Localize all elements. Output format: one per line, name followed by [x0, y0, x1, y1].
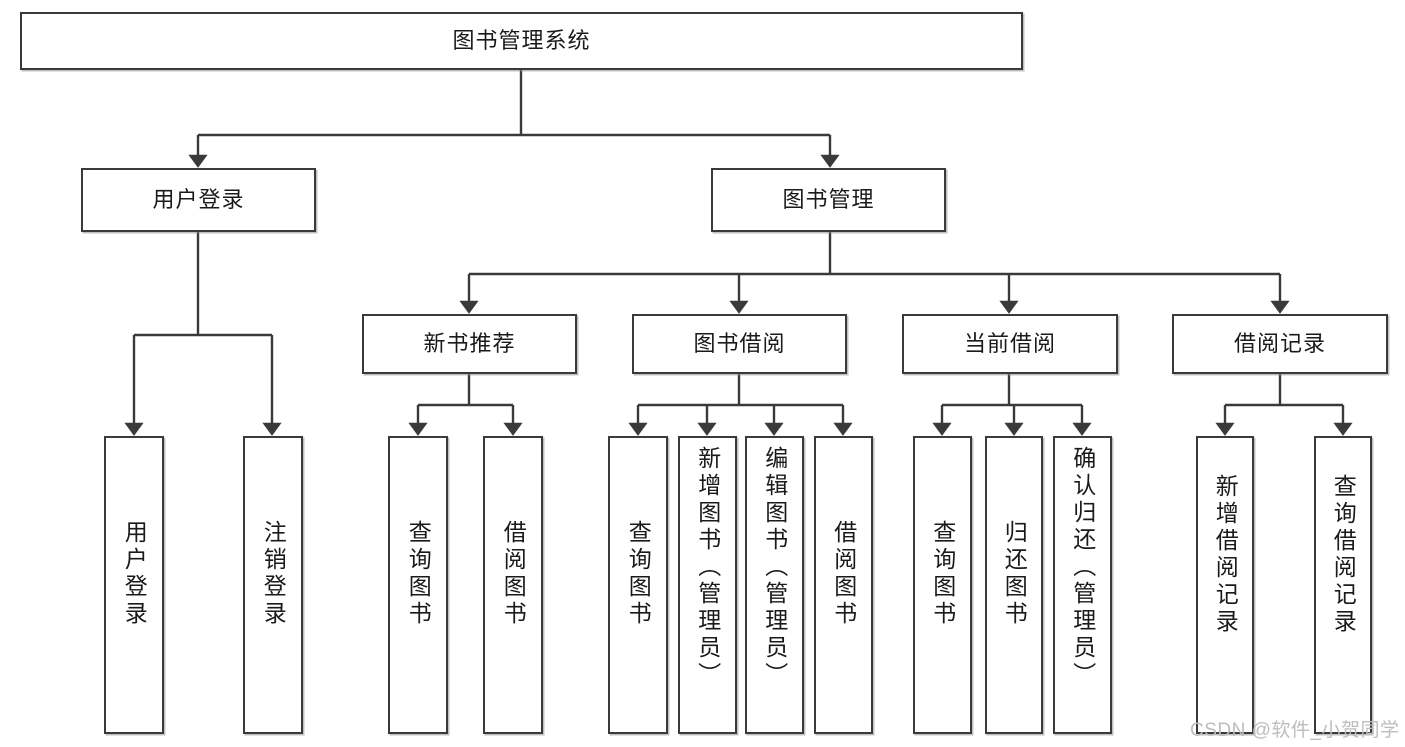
leaf-query-book-current[interactable]: 查询图书 — [913, 436, 972, 734]
leaf-add-borrow-record[interactable]: 新增借阅记录 — [1196, 436, 1254, 734]
leaf-label: 确认归还（管理员） — [1069, 446, 1096, 689]
leaf-query-book-recommend[interactable]: 查询图书 — [388, 436, 448, 734]
leaf-query-borrow-record[interactable]: 查询借阅记录 — [1314, 436, 1372, 734]
csdn-watermark: CSDN @软件_小贺同学 — [1190, 720, 1400, 741]
leaf-label: 查询图书 — [929, 520, 956, 628]
leaf-confirm-return-admin[interactable]: 确认归还（管理员） — [1053, 436, 1112, 734]
leaf-borrow-book[interactable]: 借阅图书 — [814, 436, 873, 734]
leaf-label: 用户登录 — [121, 520, 148, 628]
leaf-user-login[interactable]: 用户登录 — [104, 436, 164, 734]
leaf-label: 借阅图书 — [500, 520, 527, 628]
leaf-label: 查询图书 — [625, 520, 652, 628]
leaf-label: 新增借阅记录 — [1212, 474, 1239, 636]
leaf-label: 归还图书 — [1001, 520, 1028, 628]
node-level3-book-borrow[interactable]: 图书借阅 — [632, 314, 847, 374]
leaf-label: 查询借阅记录 — [1330, 474, 1357, 636]
node-root[interactable]: 图书管理系统 — [20, 12, 1023, 70]
leaf-add-book-admin[interactable]: 新增图书（管理员） — [678, 436, 737, 734]
leaf-label: 编辑图书（管理员） — [761, 446, 788, 689]
node-level2-book-management[interactable]: 图书管理 — [711, 168, 946, 232]
node-level2-user-login[interactable]: 用户登录 — [81, 168, 316, 232]
leaf-label: 借阅图书 — [830, 520, 857, 628]
leaf-edit-book-admin[interactable]: 编辑图书（管理员） — [745, 436, 804, 734]
leaf-query-book-borrow[interactable]: 查询图书 — [608, 436, 668, 734]
leaf-label: 新增图书（管理员） — [694, 446, 721, 689]
leaf-borrow-book-recommend[interactable]: 借阅图书 — [483, 436, 543, 734]
node-level3-current-borrow[interactable]: 当前借阅 — [902, 314, 1118, 374]
leaf-return-book[interactable]: 归还图书 — [985, 436, 1043, 734]
leaf-logout[interactable]: 注销登录 — [243, 436, 303, 734]
node-level3-new-book-recommend[interactable]: 新书推荐 — [362, 314, 577, 374]
leaf-label: 注销登录 — [260, 520, 287, 628]
leaf-label: 查询图书 — [405, 520, 432, 628]
node-level3-borrow-record[interactable]: 借阅记录 — [1172, 314, 1388, 374]
